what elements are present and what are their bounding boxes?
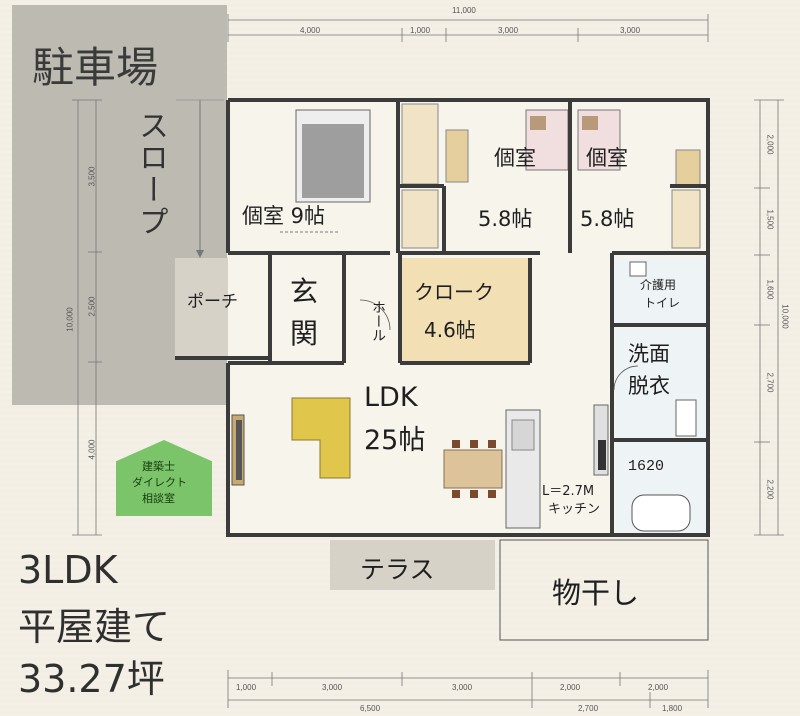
summary-type: 平屋建て <box>18 605 171 649</box>
cloak-label-1: クローク <box>414 280 494 304</box>
wash-label-1: 洗面 <box>628 342 670 366</box>
room-a-name: 個室 <box>494 146 536 170</box>
dim-right-2: 1,600 <box>765 279 775 300</box>
bath-label: 1620 <box>628 458 665 475</box>
dim-right-total: 10,000 <box>780 304 790 329</box>
dim-right-0: 2,000 <box>765 134 775 155</box>
terrace-label: テラス <box>360 555 435 584</box>
room-b-size: 5.8帖 <box>580 207 635 231</box>
toilet-label-1: 介護用 <box>640 278 677 292</box>
dim-bottom-0: 1,000 <box>236 683 257 692</box>
summary-layout: 3LDK <box>18 548 118 592</box>
ldk-label-1: LDK <box>364 382 418 413</box>
summary-area: 33.27坪 <box>18 657 165 701</box>
dim-right-3: 2,700 <box>765 372 775 393</box>
dim-top-1: 1,000 <box>410 26 431 35</box>
entrance-label-2: 関 <box>290 317 319 350</box>
dim-left-2: 4,000 <box>87 439 97 460</box>
entrance-label-1: 玄 <box>290 275 319 308</box>
room-a-size: 5.8帖 <box>478 207 533 231</box>
drying-label: 物干し <box>552 576 640 610</box>
dim-bottom-4: 2,000 <box>648 683 669 692</box>
dim-left-0: 3,500 <box>87 166 97 187</box>
dim-bottom-2: 3,000 <box>452 683 473 692</box>
dim-right-4: 2,200 <box>765 479 775 500</box>
toilet-label-2: トイレ <box>644 296 681 310</box>
hall-label: ホール <box>370 300 386 342</box>
kitchen-label-2: キッチン <box>548 502 601 517</box>
parking-label: 駐車場 <box>32 43 159 92</box>
dim-top-3: 3,000 <box>620 26 641 35</box>
kitchen-label-1: L＝2.7M <box>542 484 595 499</box>
porch-label: ポーチ <box>187 292 238 312</box>
dim-top-2: 3,000 <box>498 26 519 35</box>
dim-right-1: 1,500 <box>765 209 775 230</box>
badge-line-2: ダイレクト <box>132 476 187 489</box>
dim-bottom2-0: 6,500 <box>360 704 381 713</box>
dim-top-0: 4,000 <box>300 26 321 35</box>
room-9-label: 個室 9帖 <box>242 204 326 228</box>
dim-bottom-3: 2,000 <box>560 683 581 692</box>
dim-bottom-1: 3,000 <box>322 683 343 692</box>
cloak-label-2: 4.6帖 <box>424 318 476 342</box>
dim-bottom2-2: 1,800 <box>662 704 683 713</box>
room-b-name: 個室 <box>586 146 628 170</box>
slope-label: スロープ <box>133 110 168 238</box>
dim-left-1: 2,500 <box>87 296 97 317</box>
dim-top-total: 11,000 <box>452 6 476 15</box>
dim-bottom2-1: 2,700 <box>578 704 599 713</box>
ldk-label-2: 25帖 <box>364 425 426 456</box>
badge-line-3: 相談室 <box>142 492 175 505</box>
badge-line-1: 建築士 <box>142 460 175 473</box>
wash-label-2: 脱衣 <box>628 374 670 398</box>
dim-left-total: 10,000 <box>65 307 75 332</box>
